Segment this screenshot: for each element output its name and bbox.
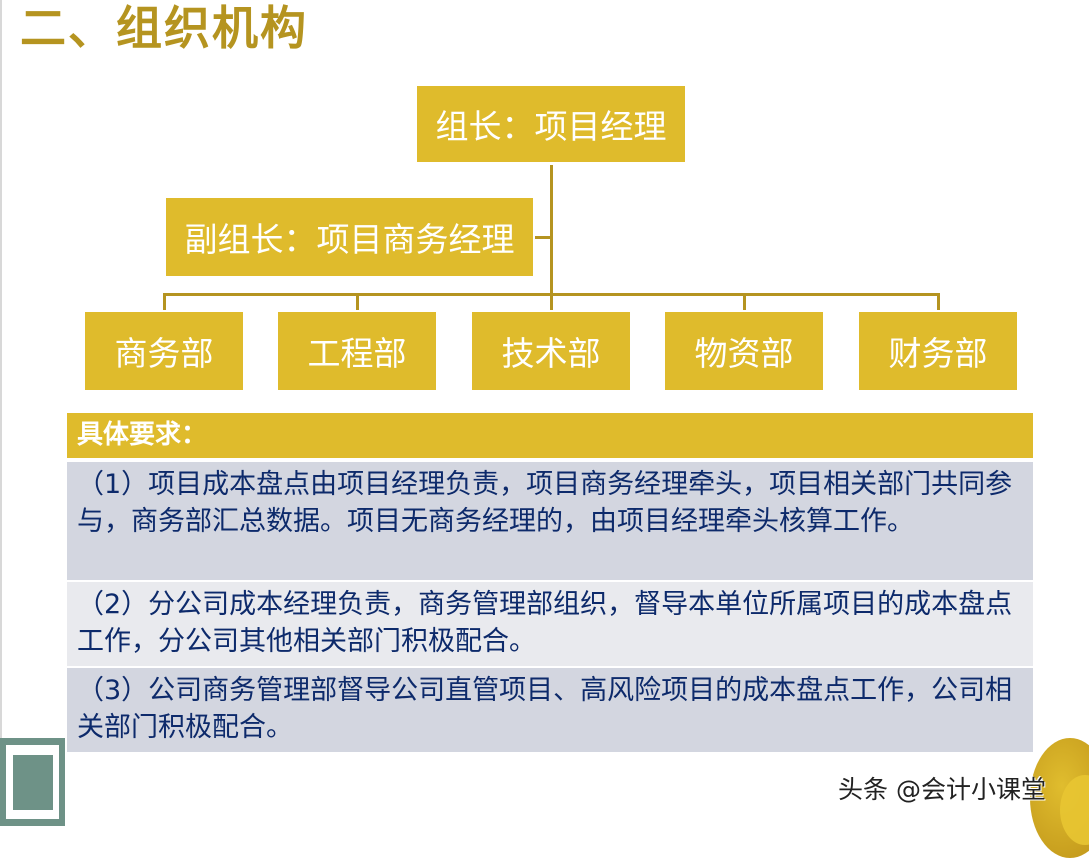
connector-horizontal	[163, 293, 939, 296]
org-box-dept-engineering: 工程部	[278, 312, 436, 390]
org-box-dept-commerce: 商务部	[85, 312, 243, 390]
requirements-header: 具体要求：	[67, 413, 1033, 458]
decorative-square-icon	[0, 738, 65, 826]
org-box-deputy: 副组长：项目商务经理	[166, 198, 533, 276]
connector-dept-4	[743, 293, 746, 310]
watermark: 头条 @会计小课堂	[838, 775, 1046, 804]
requirement-text: （2）分公司成本经理负责，商务管理部组织，督导本单位所属项目的成本盘点工作，分公…	[77, 589, 1013, 657]
requirement-row-3: （3）公司商务管理部督导公司直管项目、高风险项目的成本盘点工作，公司相关部门积极…	[67, 668, 1033, 752]
org-box-dept-finance: 财务部	[859, 312, 1017, 390]
connector-dept-2	[356, 293, 359, 310]
decorative-square-fill	[13, 755, 53, 810]
dept-label: 商务部	[114, 334, 214, 373]
org-box-dept-materials: 物资部	[665, 312, 823, 390]
connector-dept-1	[163, 293, 166, 310]
requirement-row-2: （2）分公司成本经理负责，商务管理部组织，督导本单位所属项目的成本盘点工作，分公…	[67, 582, 1033, 666]
org-box-leader: 组长：项目经理	[417, 86, 685, 162]
requirement-text: （3）公司商务管理部督导公司直管项目、高风险项目的成本盘点工作，公司相关部门积极…	[77, 675, 1013, 743]
connector-deputy	[535, 236, 551, 239]
org-leader-label: 组长：项目经理	[435, 107, 667, 146]
connector-dept-5	[937, 293, 940, 310]
requirement-row-1: （1）项目成本盘点由项目经理负责，项目商务经理牵头，项目相关部门共同参与，商务部…	[67, 462, 1033, 580]
dept-label: 物资部	[694, 334, 794, 373]
requirement-text: （1）项目成本盘点由项目经理负责，项目商务经理牵头，项目相关部门共同参与，商务部…	[77, 469, 1013, 537]
dept-label: 财务部	[888, 334, 988, 373]
org-deputy-label: 副组长：项目商务经理	[184, 220, 515, 259]
dept-label: 工程部	[307, 334, 407, 373]
dept-label: 技术部	[501, 334, 601, 373]
slide-left-border	[0, 0, 2, 826]
org-box-dept-technology: 技术部	[472, 312, 630, 390]
connector-vertical-main	[550, 165, 553, 310]
slide-title: 二、组织机构	[20, 1, 308, 55]
